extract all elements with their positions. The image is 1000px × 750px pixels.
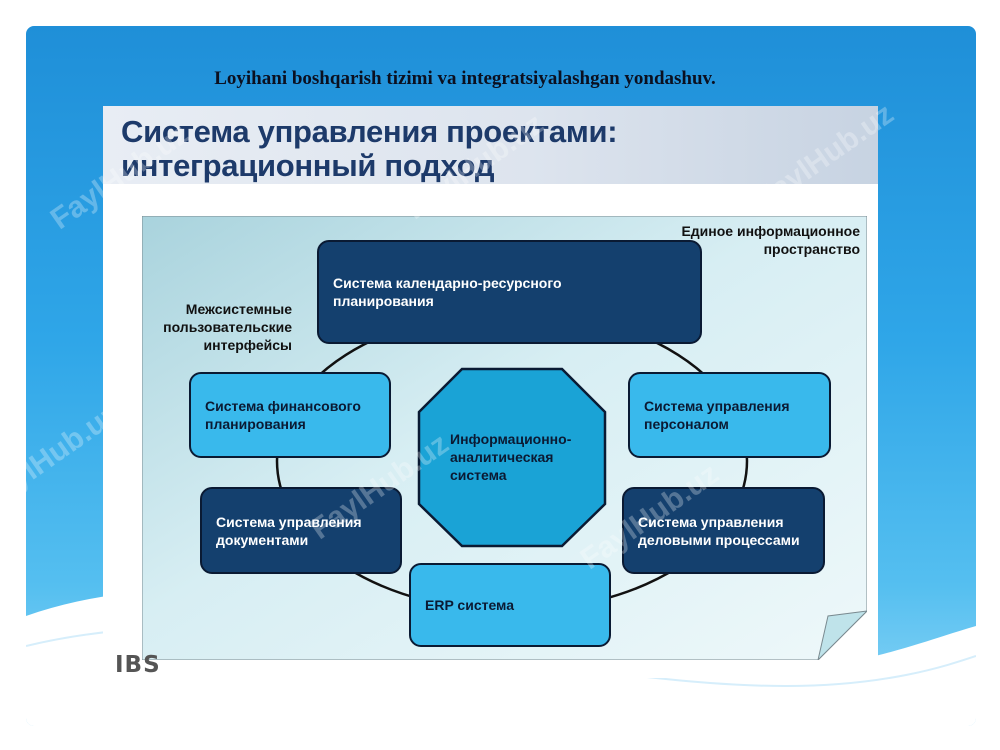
inner-slide-title-line2: интеграционный подход xyxy=(121,148,495,183)
node-personnel-management: Система управления персоналом xyxy=(628,372,831,458)
node-business-process-management: Система управления деловыми процессами xyxy=(622,487,825,574)
node-financial-planning-label: Система финансового планирования xyxy=(205,398,361,432)
inner-slide-title-line1: Система управления проектами: xyxy=(121,114,618,149)
center-system-label: Информационно- аналитическая система xyxy=(450,431,572,483)
node-document-management: Система управления документами xyxy=(200,487,402,574)
space-label: Единое информационное пространство xyxy=(681,223,860,257)
node-personnel-management-label: Система управления персоналом xyxy=(644,398,790,432)
node-document-management-label: Система управления документами xyxy=(216,513,362,548)
slide-title: Loyihani boshqarish tizimi va integratsi… xyxy=(214,68,716,89)
node-erp-system-label: ERP система xyxy=(425,597,515,613)
integration-diagram: Единое информационное пространство Межси… xyxy=(142,216,867,660)
node-financial-planning: Система финансового планирования xyxy=(189,372,391,458)
interfaces-label: Межсистемные пользовательские интерфейсы xyxy=(163,301,292,353)
inner-slide-header: Система управления проектами: интеграцио… xyxy=(103,106,878,184)
node-business-process-management-label: Система управления деловыми процессами xyxy=(638,513,800,548)
center-octagon xyxy=(417,367,607,548)
node-calendar-planning-label: Система календарно-ресурсного планирован… xyxy=(333,275,562,309)
ibs-logo: IBS xyxy=(115,652,161,678)
node-calendar-planning: Система календарно-ресурсного планирован… xyxy=(317,240,702,344)
node-erp-system: ERP система xyxy=(409,563,611,647)
